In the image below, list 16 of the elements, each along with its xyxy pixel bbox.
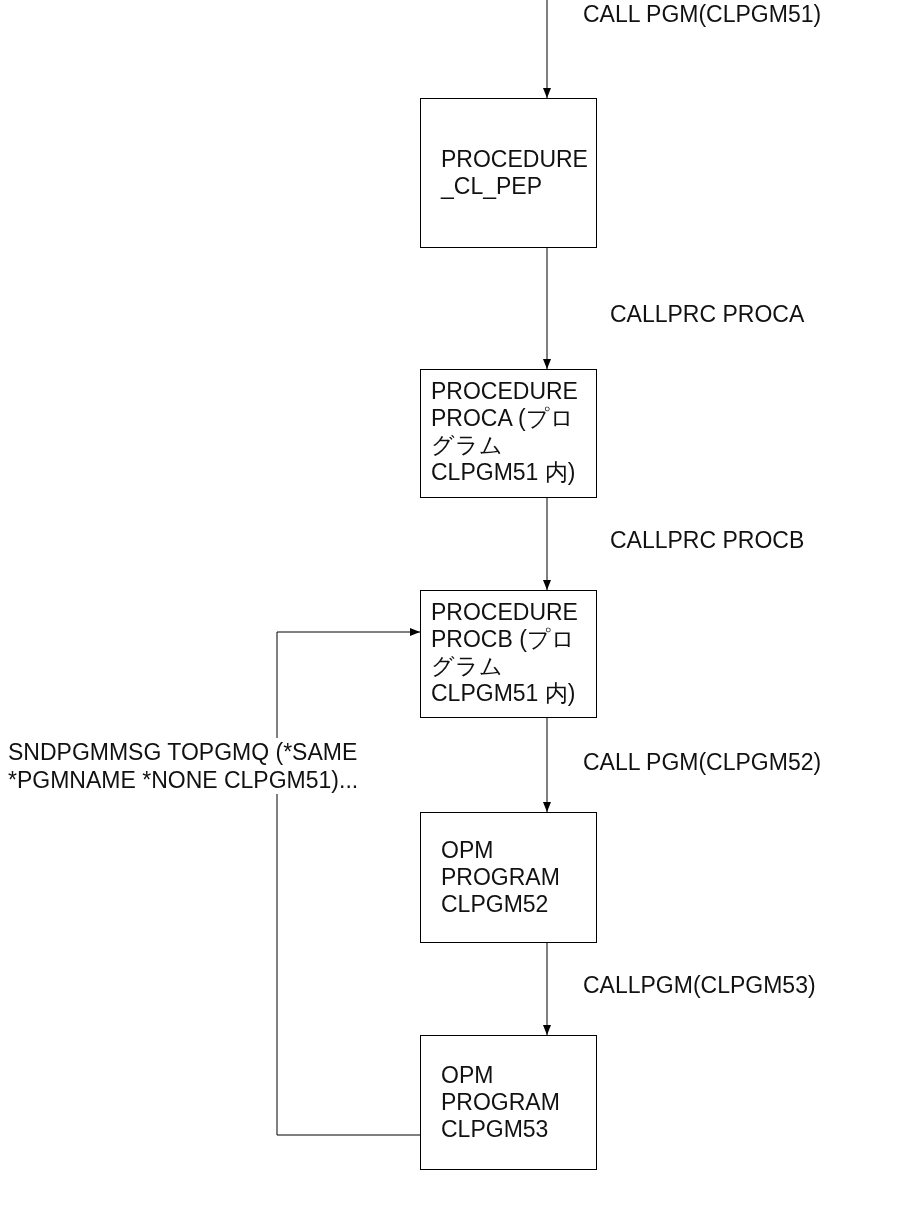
process-box bbox=[420, 812, 597, 943]
arrow bbox=[543, 497, 551, 591]
box-text: PROCEDURE PROCB (プログラム CLPGM51 内) bbox=[431, 599, 579, 707]
arrow bbox=[543, 0, 551, 99]
arrow bbox=[543, 942, 551, 1036]
process-box bbox=[420, 98, 597, 248]
arrow bbox=[543, 247, 551, 370]
box-text: PROCEDURE _CL_PEP bbox=[441, 146, 588, 200]
arrow bbox=[543, 717, 551, 813]
arrow bbox=[276, 628, 421, 1136]
process-box bbox=[420, 369, 597, 498]
process-box bbox=[420, 1035, 597, 1170]
process-box bbox=[420, 590, 597, 718]
box-text: OPM PROGRAM CLPGM53 bbox=[441, 1062, 561, 1143]
box-text: OPM PROGRAM CLPGM52 bbox=[441, 837, 561, 918]
box-text: PROCEDURE PROCA (プログラム CLPGM51 内) bbox=[431, 378, 579, 486]
